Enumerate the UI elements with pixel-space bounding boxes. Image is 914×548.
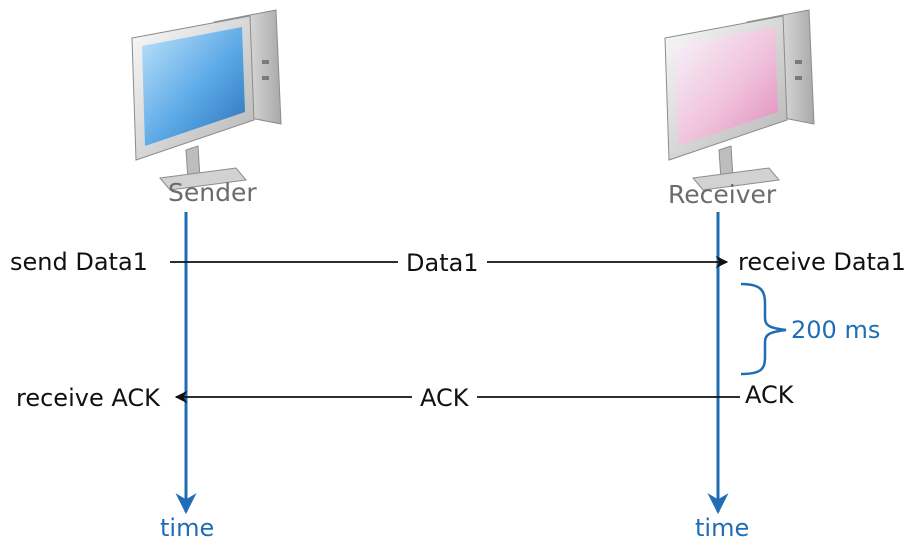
sender-time-label: time [160,514,215,542]
receiver-computer-icon [664,9,815,191]
receive-data1-event: receive Data1 [738,248,906,276]
delay-label: 200 ms [791,316,881,344]
data1-message-label: Data1 [398,251,487,275]
receiver-time-label: time [695,514,750,542]
ack-message-label: ACK [412,386,477,410]
sender-label: Sender [168,178,257,207]
receive-ack-event: receive ACK [16,384,160,412]
receiver-label: Receiver [668,180,777,209]
delay-brace [740,282,787,376]
send-data1-event: send Data1 [10,248,148,276]
ack-sent-event: ACK [745,381,794,409]
sender-computer-icon [131,9,282,191]
